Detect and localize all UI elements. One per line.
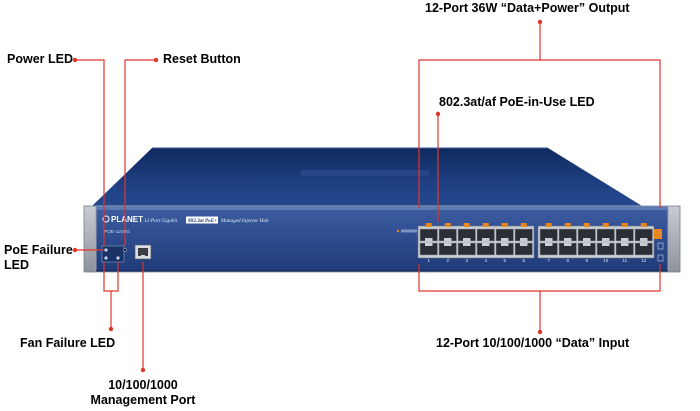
description-prefix: 12-Port Gigabit [144,218,178,224]
callout-dot-poe-failure [72,247,78,253]
port-number-label: 11 [622,258,627,263]
rj45-latch [520,243,528,246]
port-group-left: 1 2 3 4 5 6 [417,223,535,263]
callout-dot-reset-button [153,57,159,63]
port-number-label: 8 [566,258,569,263]
rj45-latch [545,243,553,246]
port-group-right: 7 8 9 10 11 12 [537,223,655,263]
rj45-latch [482,243,490,246]
rj45-latch [444,243,452,246]
poe-failure-led-indicator [104,256,108,260]
callout-dots [72,19,543,373]
callout-dot-poe-in-use [435,111,441,117]
poe-in-use-led-indicator [482,223,489,227]
rj45-latch [501,243,509,246]
rj45-latch [425,243,433,246]
poe-in-use-led-indicator [520,223,527,227]
callout-poe-failure-line1: PoE Failure [4,243,73,257]
port-number-label: 3 [465,258,468,263]
poe-in-use-led-indicator [425,223,432,227]
port-number-label: 12 [641,258,647,263]
orange-indicator [654,229,662,239]
rj45-latch [564,243,572,246]
rj45-latch [621,243,629,246]
rj45-latch [425,238,433,241]
rj45-latch [602,243,610,246]
led-cluster [101,245,125,263]
callout-dot-output [537,19,543,25]
port-number-label: 6 [522,258,525,263]
port-number-label: 9 [585,258,588,263]
poe-in-use-led-indicator [564,223,571,227]
callout-fan-failure-led: Fan Failure LED [20,336,116,350]
callout-mgmt-port-line2: Management Port [90,393,196,407]
rj45-latch [583,243,591,246]
rj45-latch [564,238,572,241]
poe-in-use-led-indicator [463,223,470,227]
model-name: POE-1200G [104,229,130,235]
poe-in-use-led-indicator [602,223,609,227]
brand-logo: PLANET [111,215,143,224]
chassis-top [92,148,642,206]
side-marker-bottom [657,254,664,262]
side-marker-top [657,242,664,250]
callout-dot-input [537,329,543,335]
port-number-label: 4 [484,258,487,263]
planet-logo-icon [102,215,110,223]
callout-power-led: Power LED [7,52,73,66]
port-number-label: 10 [603,258,609,263]
callout-poe-in-use-led: 802.3at/af PoE-in-Use LED [439,95,595,109]
poe-plus-badge-text: 802.3at PoE+ [188,218,217,224]
rj45-latch [482,238,490,241]
callout-lines [75,22,661,370]
callout-line-reset-button [124,59,156,246]
poe-in-use-led-indicator [545,223,552,227]
port-number-label: 1 [427,258,430,263]
callout-dot-mgmt-port [140,367,146,373]
rj45-latch [640,238,648,241]
callout-output-ports: 12-Port 36W “Data+Power” Output [425,1,630,15]
rj45-latch [444,238,452,241]
rj45-latch [583,238,591,241]
rj45-latch [602,238,610,241]
poe-in-use-led-indicator [640,223,647,227]
top-watermark [300,170,430,176]
port-number-label: 5 [503,258,506,263]
reset-button-hole[interactable] [123,248,127,252]
description-suffix: Managed Injector Hub [220,218,269,224]
poe-in-use-led-indicator [583,223,590,227]
fan-failure-led-indicator [116,256,120,260]
rj45-latch [463,238,471,241]
rj45-latch [520,238,528,241]
callout-input-ports: 12-Port 10/100/1000 “Data” Input [436,336,630,350]
poe-plus-badge [186,216,218,224]
rj45-latch [501,238,509,241]
poe-in-use-led-indicator [621,223,628,227]
port-number-label: 2 [446,258,449,263]
callout-poe-failure-line2: LED [4,258,29,272]
callout-reset-button: Reset Button [163,52,241,66]
rj45-latch [640,243,648,246]
callout-mgmt-port-line1: 10/100/1000 [108,378,178,392]
poe-in-use-led-indicator [501,223,508,227]
power-led-indicator [104,248,108,252]
port-number-label: 7 [547,258,550,263]
rj45-latch [621,238,629,241]
callout-dot-fan-failure [108,326,114,332]
poe-in-use-legend-dot [396,229,400,233]
poe-in-use-led-indicator [444,223,451,227]
poe-in-use-legend [401,229,417,233]
rj45-latch [545,238,553,241]
callout-line-power-led [75,59,105,246]
rj45-latch [463,243,471,246]
callout-dot-power-led [72,57,78,63]
